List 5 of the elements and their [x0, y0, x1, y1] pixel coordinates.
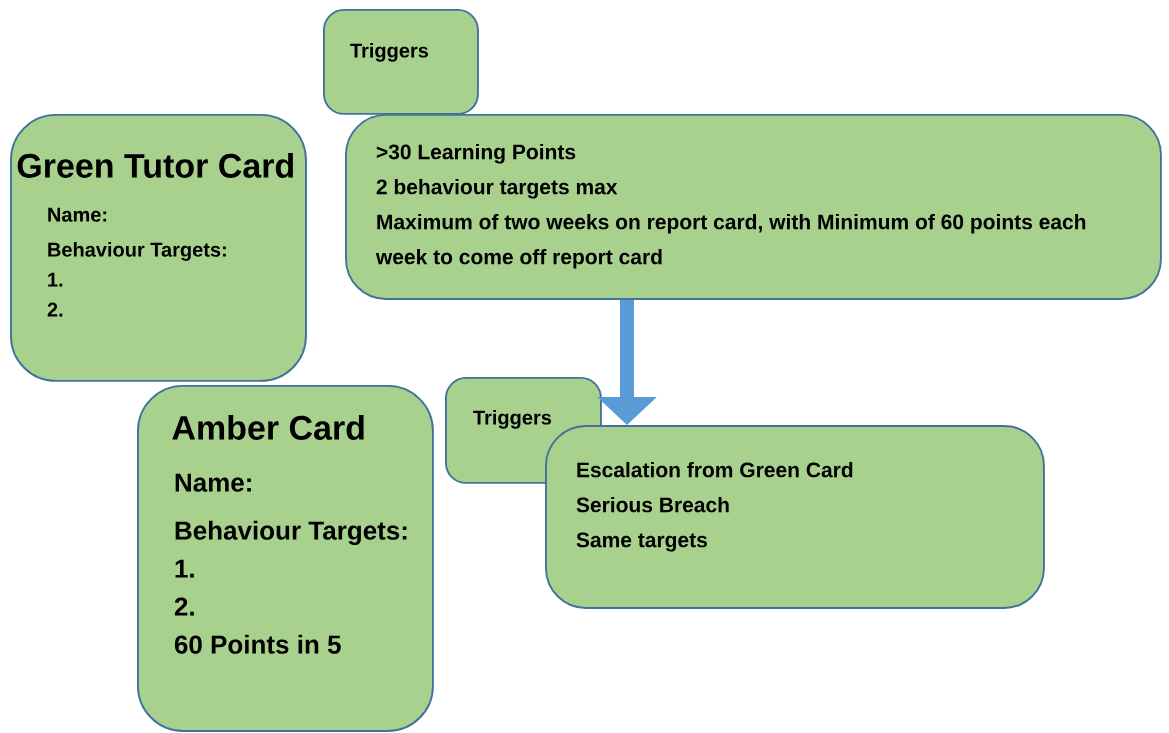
criteria-box: >30 Learning Points 2 behaviour targets max Maximum of two weeks on report card, with Minimum of 60 points each week to come off report card	[345, 114, 1162, 300]
card: Amber Card Name: Behaviour Targets: 1. 2. 60 Points in 5	[137, 385, 434, 732]
trigger-box: Triggers	[323, 9, 479, 115]
criteria-box: Escalation from Green Card Serious Breach Same targets	[545, 425, 1045, 609]
card: Green Tutor Card Name: Behaviour Targets: 1. 2.	[10, 114, 307, 382]
